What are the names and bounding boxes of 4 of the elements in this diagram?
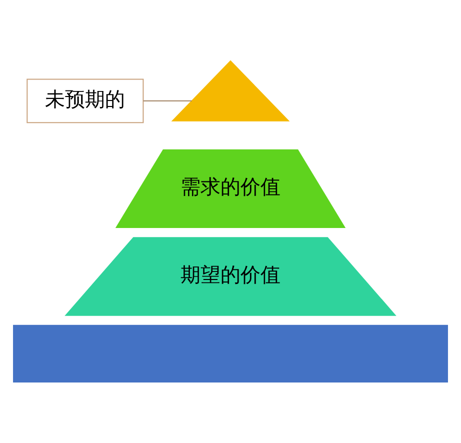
node-box: 未预期的 (26, 78, 144, 123)
node-bar (12, 323, 449, 383)
connector (143, 100, 192, 101)
node-triangle (171, 60, 290, 121)
